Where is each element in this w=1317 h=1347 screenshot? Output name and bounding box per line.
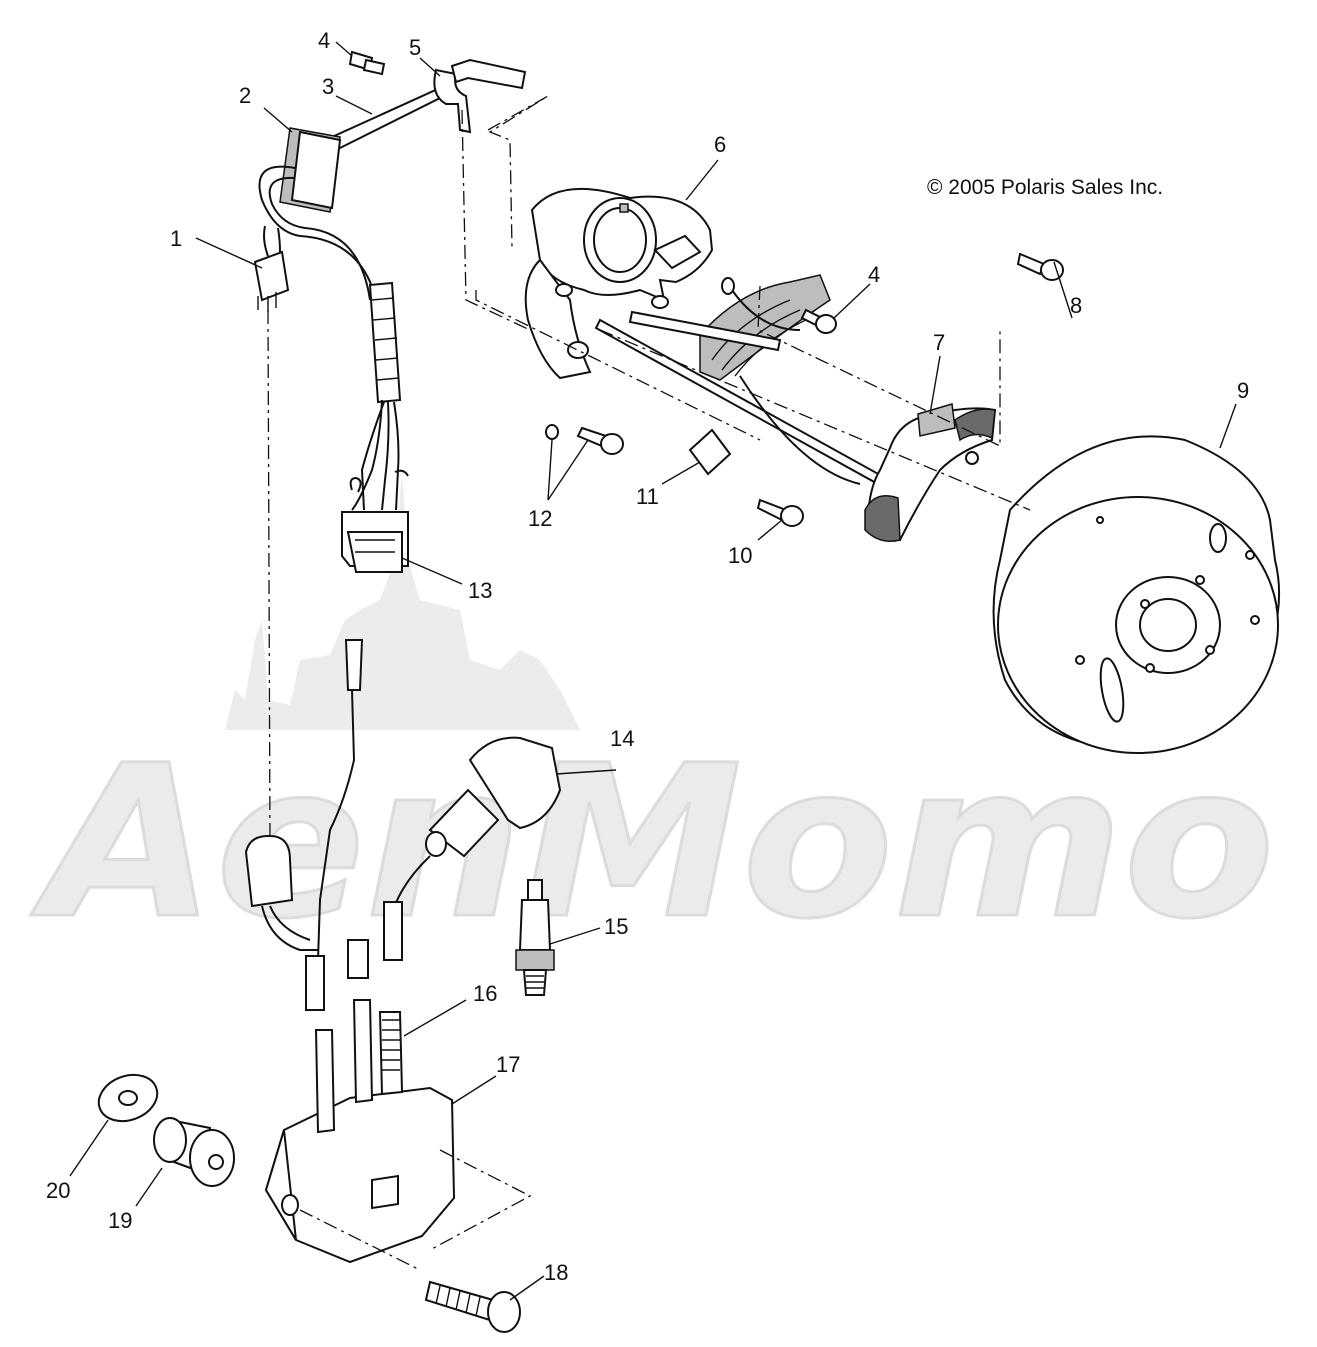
callout-2: 2	[239, 83, 251, 108]
bolt-18	[424, 1280, 521, 1333]
callout-20: 20	[46, 1178, 70, 1203]
callout-9: 9	[1237, 378, 1249, 403]
callout-18: 18	[544, 1260, 568, 1285]
screws-stator	[545, 252, 1064, 527]
leader-lines	[69, 41, 1237, 1301]
copyright-notice: © 2005 Polaris Sales Inc.	[927, 176, 1163, 199]
flywheel	[992, 435, 1281, 754]
bushing-19	[153, 1117, 235, 1187]
watermark: AenMomo	[29, 470, 1276, 967]
callout-15: 15	[604, 914, 628, 939]
ignition-coil-group	[97, 639, 562, 1333]
washer-20	[97, 1073, 159, 1123]
watermark-castle-silhouette	[225, 470, 580, 730]
callout-4-top: 4	[318, 28, 330, 53]
callout-19: 19	[108, 1208, 132, 1233]
bolt-4-top	[348, 50, 386, 76]
stator-coil-group	[594, 274, 997, 542]
connector-1	[253, 250, 290, 302]
screw-4-right	[800, 308, 837, 334]
regulator-harness-assembly	[253, 50, 527, 573]
spark-plug-15	[515, 879, 555, 996]
callout-12: 12	[528, 506, 552, 531]
stator-plate-group	[524, 187, 714, 380]
callout-6: 6	[714, 132, 726, 157]
connector-lower	[244, 834, 294, 908]
callout-17: 17	[496, 1052, 520, 1077]
callout-8: 8	[1070, 293, 1082, 318]
callout-5: 5	[409, 35, 421, 60]
callout-labels: 1 2 3 4 5 6 4 7 8 9 10 11 12 13 14 15 16…	[46, 28, 1249, 1285]
callout-4-right: 4	[868, 262, 880, 287]
callout-13: 13	[468, 578, 492, 603]
spark-plug-cap-14	[468, 736, 562, 830]
callout-7: 7	[933, 330, 945, 355]
callout-14: 14	[610, 726, 634, 751]
assembly-guide-lines	[267, 95, 1031, 1271]
screw-and-washer-12	[545, 424, 624, 455]
callout-1: 1	[170, 226, 182, 251]
watermark-text: AenMomo	[30, 720, 1275, 965]
callout-11: 11	[636, 484, 659, 509]
callout-10: 10	[728, 543, 752, 568]
callout-3: 3	[322, 74, 334, 99]
callout-16: 16	[473, 981, 497, 1006]
stator-coil-11	[699, 274, 831, 381]
